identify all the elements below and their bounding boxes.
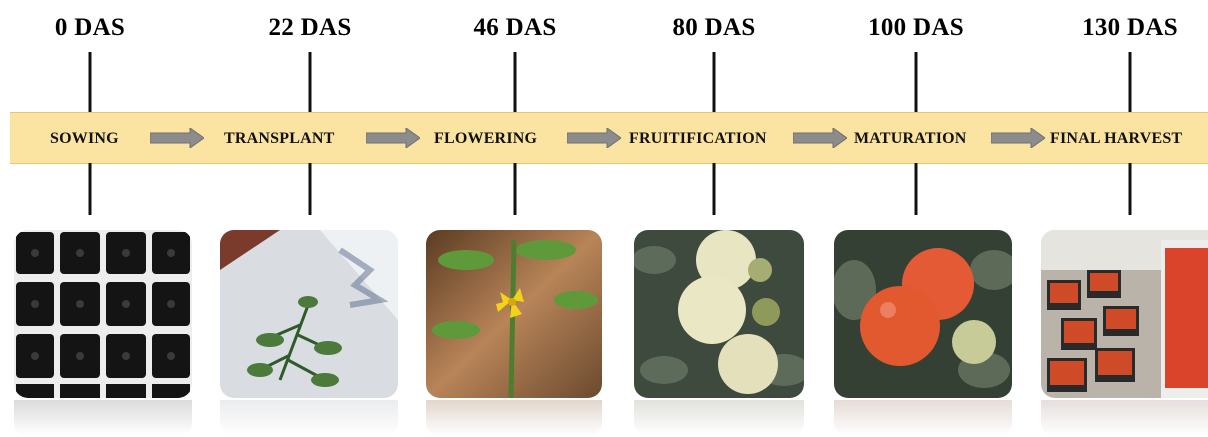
sowing-tray-photo [14, 230, 192, 398]
das-label-0: 0 DAS [55, 14, 125, 42]
stage-label-flowering: FLOWERING [434, 130, 537, 148]
das-label-130: 130 DAS [1082, 14, 1178, 42]
sowing-photo-reflection [14, 400, 192, 436]
stage-label-maturation: MATURATION [854, 130, 967, 148]
flowering-photo-reflection [426, 400, 602, 436]
ripening-tomato-photo [834, 230, 1012, 398]
timeline-tick-upper [514, 52, 517, 112]
das-label-46: 46 DAS [473, 14, 556, 42]
timeline-tick-upper [309, 52, 312, 112]
timeline-tick-lower [309, 163, 312, 215]
timeline-tick-lower [1129, 163, 1132, 215]
green-tomato-fruits-photo [634, 230, 804, 398]
final-harvest-photo-reflection [1041, 400, 1208, 436]
stage-label-final-harvest: FINAL HARVEST [1050, 130, 1182, 148]
timeline-tick-upper [713, 52, 716, 112]
timeline-tick-upper [1129, 52, 1132, 112]
flowering-tomato-photo [426, 230, 602, 398]
right-arrow-icon [991, 128, 1045, 148]
timeline-tick-lower [89, 163, 92, 215]
stage-label-transplant: TRANSPLANT [224, 130, 334, 148]
fruitification-photo-reflection [634, 400, 804, 436]
das-label-80: 80 DAS [672, 14, 755, 42]
das-label-100: 100 DAS [868, 14, 964, 42]
harvested-tomato-crates-photo [1041, 230, 1208, 398]
das-label-22: 22 DAS [268, 14, 351, 42]
timeline-tick-upper [89, 52, 92, 112]
stage-label-sowing: SOWING [50, 130, 119, 148]
timeline-tick-upper [915, 52, 918, 112]
transplant-photo-reflection [220, 400, 398, 436]
right-arrow-icon [567, 128, 621, 148]
timeline-tick-lower [915, 163, 918, 215]
right-arrow-icon [793, 128, 847, 148]
transplant-seedling-photo [220, 230, 398, 398]
timeline-tick-lower [713, 163, 716, 215]
timeline-tick-lower [514, 163, 517, 215]
maturation-photo-reflection [834, 400, 1012, 436]
right-arrow-icon [366, 128, 420, 148]
stage-label-fruitification: FRUITIFICATION [629, 130, 767, 148]
right-arrow-icon [150, 128, 204, 148]
